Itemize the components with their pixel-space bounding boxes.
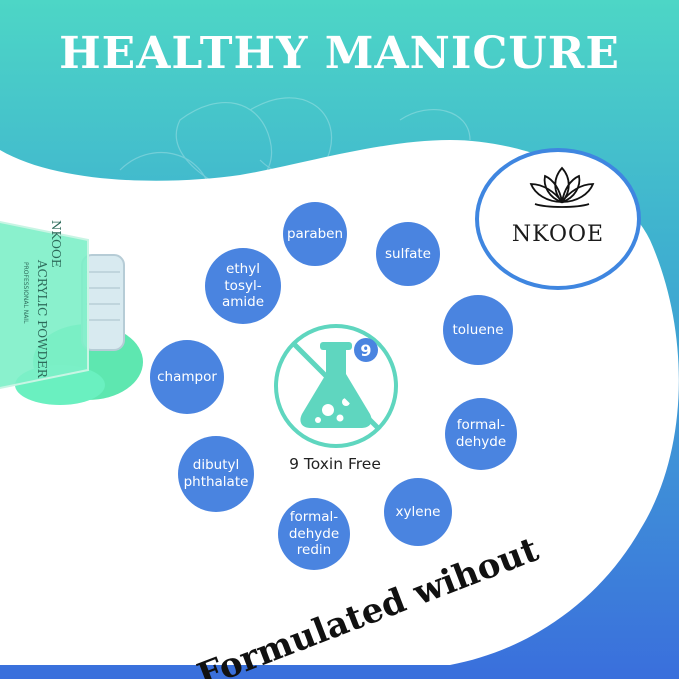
lotus-icon: [529, 166, 595, 208]
ingredient-badge: sulfate: [376, 222, 440, 286]
toxin-free-label: 9 Toxin Free: [289, 455, 381, 473]
acrylic-powder-bottle: ACRYLIC POWDER PROFESSIONAL NAIL NKOOE: [0, 220, 143, 405]
headline: HEALTHY MANICURE: [59, 28, 620, 79]
ingredient-badge: dibutyl phthalate: [178, 436, 254, 512]
bottle-label-subline: PROFESSIONAL NAIL: [22, 262, 29, 324]
bottle-label-brand: NKOOE: [49, 220, 63, 268]
brand-name: NKOOE: [511, 222, 605, 247]
flask-prohibited-icon: 9: [274, 324, 398, 448]
ingredient-badge: formal- dehyde: [445, 398, 517, 470]
ingredient-badge: formal- dehyde redin: [278, 498, 350, 570]
toxin-count: 9: [360, 341, 371, 360]
ingredient-badge: champor: [150, 340, 224, 414]
brand-logo-badge: NKOOE: [475, 148, 641, 290]
ingredient-badge: paraben: [283, 202, 347, 266]
ingredient-badge: ethyl tosyl- amide: [205, 248, 281, 324]
ingredient-badge: toluene: [443, 295, 513, 365]
bottle-label-name: ACRYLIC POWDER: [35, 259, 49, 379]
ingredient-badge: xylene: [384, 478, 452, 546]
